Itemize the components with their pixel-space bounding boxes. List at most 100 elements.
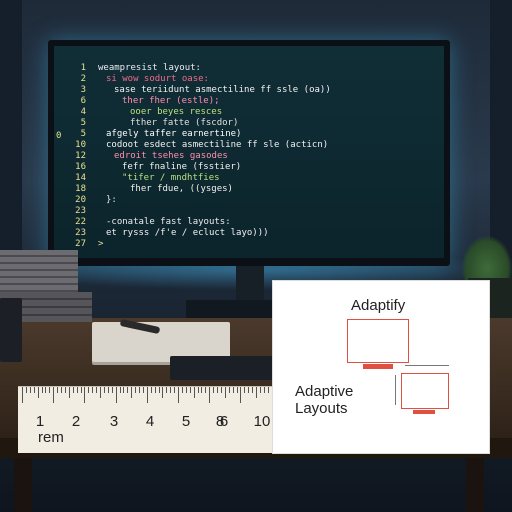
code-text: afgely taffer earnertine) bbox=[106, 129, 242, 139]
ruler-tick bbox=[49, 387, 51, 393]
code-line: 22-conatale fast layouts: bbox=[54, 216, 444, 228]
ruler-tick bbox=[146, 387, 148, 403]
ruler-number: 6 bbox=[219, 413, 229, 430]
code-text: ther fher (estle); bbox=[122, 96, 220, 106]
ruler-tick bbox=[209, 387, 211, 403]
line-number: 27 bbox=[75, 239, 86, 249]
code-text: et rysss /f'e / ecluct layo))) bbox=[106, 228, 269, 238]
code-text: "tifer / mndhtfies bbox=[122, 173, 220, 183]
card-subtitle: Adaptive Layouts bbox=[295, 383, 354, 417]
width-dimension-line bbox=[405, 365, 449, 366]
ruler-number: 5 bbox=[181, 413, 191, 430]
adaptify-card: Adaptify Adaptive Layouts bbox=[272, 280, 490, 454]
code-line: 12 edroit tsehes gasodes bbox=[54, 150, 444, 162]
code-line: 27> bbox=[54, 238, 444, 250]
layout-box-small-base bbox=[413, 410, 435, 414]
ruler-tick bbox=[135, 387, 137, 393]
ruler-tick bbox=[45, 387, 47, 393]
ruler-tick bbox=[100, 387, 101, 398]
ruler-tick bbox=[201, 387, 203, 393]
ruler-tick bbox=[115, 387, 117, 403]
ruler-tick bbox=[150, 387, 152, 393]
ruler-tick bbox=[142, 387, 144, 393]
ruler-tick bbox=[213, 387, 215, 393]
ruler-tick bbox=[217, 387, 218, 393]
ruler-tick bbox=[88, 387, 90, 393]
ruler-tick bbox=[127, 387, 129, 393]
ruler-tick bbox=[170, 387, 172, 393]
line-number: 23 bbox=[75, 206, 86, 216]
code-text: weampresist layout: bbox=[98, 63, 201, 73]
ruler-tick bbox=[57, 387, 59, 393]
line-number: 22 bbox=[75, 217, 86, 227]
ruler-number: 3 bbox=[109, 413, 119, 430]
ruler-tick bbox=[178, 387, 179, 403]
ruler-tick bbox=[76, 387, 78, 393]
ruler-tick bbox=[193, 387, 195, 398]
ruler-tick bbox=[64, 387, 66, 393]
line-number: 14 bbox=[75, 173, 86, 183]
line-number: 3 bbox=[80, 85, 86, 95]
code-line: 23 bbox=[54, 205, 444, 217]
ruler-tick bbox=[259, 387, 261, 393]
monitor-stand bbox=[236, 266, 264, 304]
ruler-tick bbox=[41, 387, 43, 393]
code-line: 1 weampresist layout: bbox=[54, 62, 444, 74]
ruler-tick bbox=[68, 387, 70, 398]
code-text: fefr fnaline (fsstier) bbox=[122, 162, 242, 172]
line-number: 6 bbox=[80, 96, 86, 106]
ruler-tick bbox=[154, 387, 156, 393]
ruler-tick bbox=[123, 387, 125, 393]
ruler-tick bbox=[96, 387, 98, 393]
code-text: ooer beyes resces bbox=[130, 107, 223, 117]
line-number: 23 bbox=[75, 228, 86, 238]
ruler-tick bbox=[240, 387, 242, 403]
ruler-tick bbox=[220, 387, 222, 393]
height-dimension-line bbox=[395, 375, 396, 405]
ruler-tick bbox=[119, 387, 121, 393]
ruler-tick bbox=[263, 387, 265, 393]
ruler-tick bbox=[80, 387, 82, 393]
code-line: 14 "tifer / mndhtfies bbox=[54, 172, 444, 184]
ruler-number: 8 bbox=[215, 413, 225, 430]
ruler-tick bbox=[53, 387, 55, 403]
ruler-tick bbox=[174, 387, 176, 393]
ruler-unit-label: rem bbox=[38, 429, 64, 446]
ruler-tick bbox=[33, 387, 35, 393]
line-number: 16 bbox=[75, 162, 86, 172]
layout-box-large bbox=[347, 319, 409, 363]
line-number: 12 bbox=[75, 151, 86, 161]
line-number: 20 bbox=[75, 195, 86, 205]
ruler-tick bbox=[236, 387, 238, 393]
ruler-number: 1 bbox=[35, 413, 45, 430]
ruler-tick bbox=[267, 387, 269, 393]
ruler-tick bbox=[197, 387, 199, 393]
code-text: fther fatte (fscdor) bbox=[130, 118, 239, 128]
ruler-tick bbox=[232, 387, 234, 393]
ruler-tick bbox=[189, 387, 191, 393]
line-number: 18 bbox=[75, 184, 86, 194]
line-number: 1 bbox=[80, 63, 86, 73]
ruler-tick bbox=[61, 387, 62, 393]
ruler-tick bbox=[103, 387, 105, 393]
code-text: edroit tsehes gasodes bbox=[114, 151, 228, 161]
ruler-tick bbox=[224, 387, 226, 398]
ruler-tick bbox=[92, 387, 94, 393]
ruler-tick bbox=[181, 387, 183, 393]
code-line: 6 ther fher (estle); bbox=[54, 95, 444, 107]
layout-box-large-base bbox=[363, 364, 393, 369]
code-text: }: bbox=[106, 195, 117, 205]
code-text: codoot esdect asmectiline ff sle (acticn… bbox=[106, 140, 329, 150]
pen-holder-mug bbox=[0, 298, 22, 362]
card-title: Adaptify bbox=[351, 297, 406, 314]
ruler-tick bbox=[22, 387, 23, 403]
ruler-tick bbox=[244, 387, 246, 393]
ruler-tick bbox=[29, 387, 31, 393]
code-text: fher fdue, ((ysges) bbox=[130, 184, 233, 194]
